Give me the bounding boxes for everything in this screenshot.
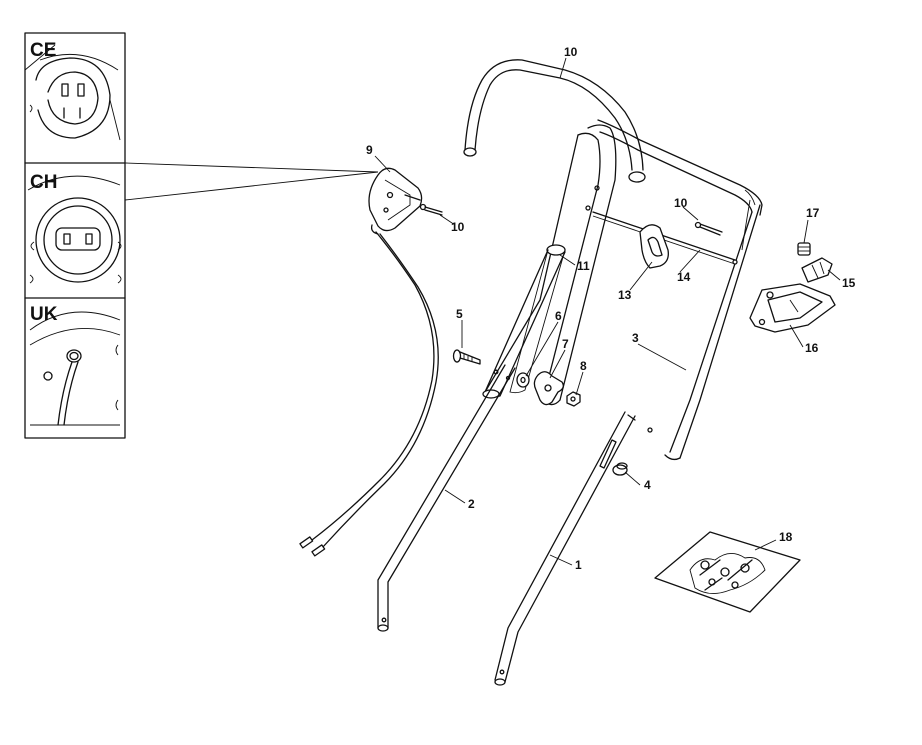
part-7-label: 7 [562, 337, 569, 351]
star-knob [533, 371, 564, 406]
part-10b-label: 10 [674, 196, 688, 210]
leader-lines [374, 57, 841, 566]
ch-plug-detail [27, 175, 122, 284]
part-6-label: 6 [555, 309, 562, 323]
part-13-label: 13 [618, 288, 632, 302]
uk-plug-detail [29, 311, 121, 426]
part-10a-label: 10 [451, 220, 465, 234]
part-8-label: 8 [580, 359, 587, 373]
switch-box [368, 167, 423, 235]
region-uk-label: UK [30, 304, 58, 325]
part-12-label: 10 [564, 45, 578, 59]
plug-variants-inset: CE CH UK [24, 32, 379, 439]
screw-right [694, 221, 723, 236]
part-11-label: 11 [577, 259, 590, 273]
upper-handle-bar [463, 59, 763, 216]
housing-16 [749, 283, 836, 333]
switch-lever-15 [801, 257, 833, 283]
knob-small [612, 462, 628, 476]
part-17-label: 17 [806, 206, 820, 220]
bolt-5 [452, 349, 481, 365]
ce-plug-detail [24, 44, 121, 141]
power-cable [299, 231, 439, 557]
part-16-label: 16 [805, 341, 819, 355]
region-ch-label: CH [30, 172, 57, 193]
part-1-label: 1 [575, 558, 582, 572]
part-15-label: 15 [842, 276, 856, 290]
region-ce-label: CE [30, 40, 56, 61]
part-14-label: 14 [677, 270, 691, 284]
part-3-label: 3 [632, 331, 639, 345]
part-4-label: 4 [644, 478, 651, 492]
nut-8 [566, 391, 581, 407]
upper-tube-left [482, 124, 617, 406]
screw-left [419, 203, 443, 216]
part-9-label: 9 [366, 143, 373, 157]
lower-tube-left [377, 364, 516, 632]
lower-tube-right [494, 411, 636, 686]
washer-6 [516, 372, 530, 388]
spring-17 [797, 242, 811, 256]
part-18-label: 18 [779, 530, 793, 544]
part-5-label: 5 [456, 307, 463, 321]
part-2-label: 2 [468, 497, 475, 511]
upper-tube-right [647, 199, 761, 461]
release-lever [639, 224, 669, 269]
parts-bag-18 [654, 531, 801, 613]
